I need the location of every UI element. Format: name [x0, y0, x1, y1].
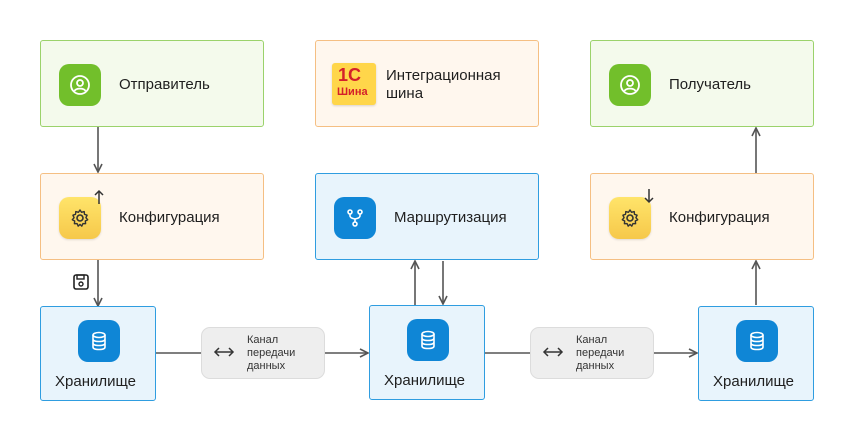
- download-arrow-icon: [644, 189, 654, 204]
- integration-bus-node: 1С Шина Интеграционная шина: [315, 40, 539, 127]
- sender-node: Отправитель: [40, 40, 264, 127]
- storage-mid-label: Хранилище: [384, 372, 465, 389]
- channel-1-line1: Канал: [247, 334, 279, 346]
- database-icon: [78, 320, 120, 362]
- sender-label: Отправитель: [119, 76, 210, 93]
- channel-2-line1: Канал: [576, 334, 608, 346]
- user-icon: [59, 64, 101, 106]
- logo-text-1c: 1С: [338, 65, 362, 85]
- config-left-node: Конфигурация: [40, 173, 264, 260]
- database-icon: [736, 320, 778, 362]
- routing-node: Маршрутизация: [315, 173, 539, 260]
- branch-icon: [334, 197, 376, 239]
- storage-right-node: Хранилище: [698, 306, 814, 401]
- storage-right-label: Хранилище: [713, 373, 794, 390]
- logo-text-bus: Шина: [337, 86, 368, 98]
- config-right-label: Конфигурация: [669, 209, 770, 226]
- bus-label-line2: шина: [386, 85, 424, 102]
- 1c-bus-logo: 1С Шина: [332, 63, 376, 105]
- storage-left-label: Хранилище: [55, 373, 136, 390]
- bidirectional-arrow-icon: [213, 347, 235, 357]
- config-left-label: Конфигурация: [119, 209, 220, 226]
- routing-label: Маршрутизация: [394, 209, 507, 226]
- save-icon: [73, 274, 89, 290]
- database-icon: [407, 319, 449, 361]
- channel-1-line3: данных: [247, 360, 286, 372]
- receiver-label: Получатель: [669, 76, 751, 93]
- gear-icon: [609, 197, 651, 239]
- data-channel-1: Канал передачи данных: [201, 327, 325, 379]
- upload-arrow-icon: [94, 189, 104, 204]
- user-icon: [609, 64, 651, 106]
- storage-left-node: Хранилище: [40, 306, 156, 401]
- bidirectional-arrow-icon: [542, 347, 564, 357]
- channel-2-line2: передачи: [576, 347, 625, 359]
- storage-mid-node: Хранилище: [369, 305, 485, 400]
- data-channel-2: Канал передачи данных: [530, 327, 654, 379]
- channel-1-line2: передачи: [247, 347, 296, 359]
- config-right-node: Конфигурация: [590, 173, 814, 260]
- bus-label-line1: Интеграционная: [386, 67, 501, 84]
- receiver-node: Получатель: [590, 40, 814, 127]
- gear-icon: [59, 197, 101, 239]
- channel-2-line3: данных: [576, 360, 615, 372]
